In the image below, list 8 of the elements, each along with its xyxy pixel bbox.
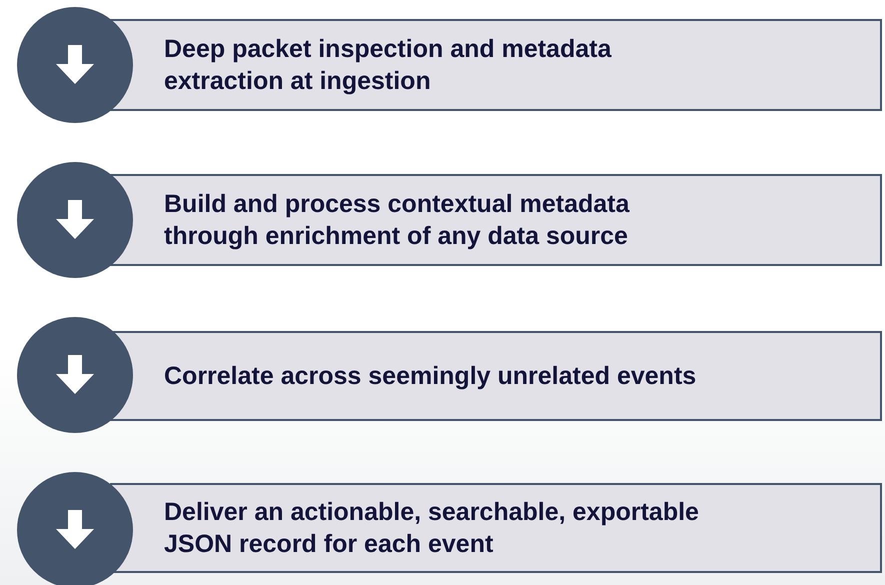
step-text: Correlate across seemingly unrelated events — [164, 361, 698, 392]
step-text: Deep packet inspection and metadata extraction at ingestion — [164, 34, 612, 97]
step-text: Deliver an actionable, searchable, exportable JSON record for each event — [164, 497, 700, 560]
step-box — [110, 331, 882, 421]
step-text: Build and process contextual metadata through enrichment of any data source — [164, 189, 630, 252]
step-box — [110, 483, 882, 573]
step-box — [110, 174, 882, 266]
step-box — [110, 19, 882, 111]
